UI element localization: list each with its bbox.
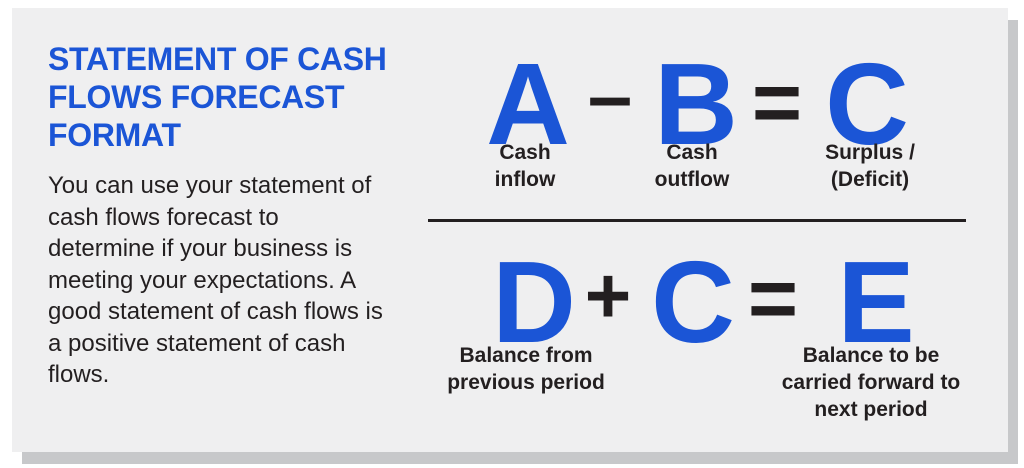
term-c: C [825, 39, 909, 169]
description-text: You can use your statement of cash flows… [48, 172, 383, 388]
equals-operator-2: = [747, 251, 799, 347]
label-balance-forward-line1: Balance to be [802, 344, 940, 367]
label-cash-inflow-line2: inflow [494, 168, 556, 191]
minus-operator: – [587, 51, 633, 140]
info-card [12, 8, 1008, 452]
equals-operator-1: = [751, 55, 803, 151]
label-surplus-deficit: Surplus / (Deficit) [800, 139, 940, 193]
label-cash-inflow: Cash inflow [470, 139, 580, 193]
label-cash-outflow-line1: Cash [666, 141, 718, 164]
label-cash-outflow-line2: outflow [654, 168, 730, 191]
label-cash-outflow: Cash outflow [632, 139, 752, 193]
label-surplus-deficit-line2: (Deficit) [830, 168, 910, 191]
term-c-second: C [651, 237, 735, 367]
term-e: E [837, 237, 915, 367]
label-balance-previous-line1: Balance from [459, 344, 593, 367]
label-balance-previous-line2: previous period [447, 371, 605, 394]
label-balance-previous: Balance from previous period [430, 342, 622, 396]
section-divider [428, 219, 966, 222]
term-b: B [654, 39, 738, 169]
label-balance-forward-line3: next period [814, 398, 928, 421]
plus-operator: + [584, 251, 632, 340]
label-surplus-deficit-line1: Surplus / [825, 141, 915, 164]
infographic-title: STATEMENT OF CASH FLOWS FORECAST FORMAT [48, 41, 387, 153]
label-cash-inflow-line1: Cash [499, 141, 551, 164]
term-a: A [486, 39, 570, 169]
label-balance-forward: Balance to be carried forward to next pe… [764, 342, 978, 423]
label-balance-forward-line2: carried forward to [781, 371, 961, 394]
term-d: D [492, 237, 576, 367]
